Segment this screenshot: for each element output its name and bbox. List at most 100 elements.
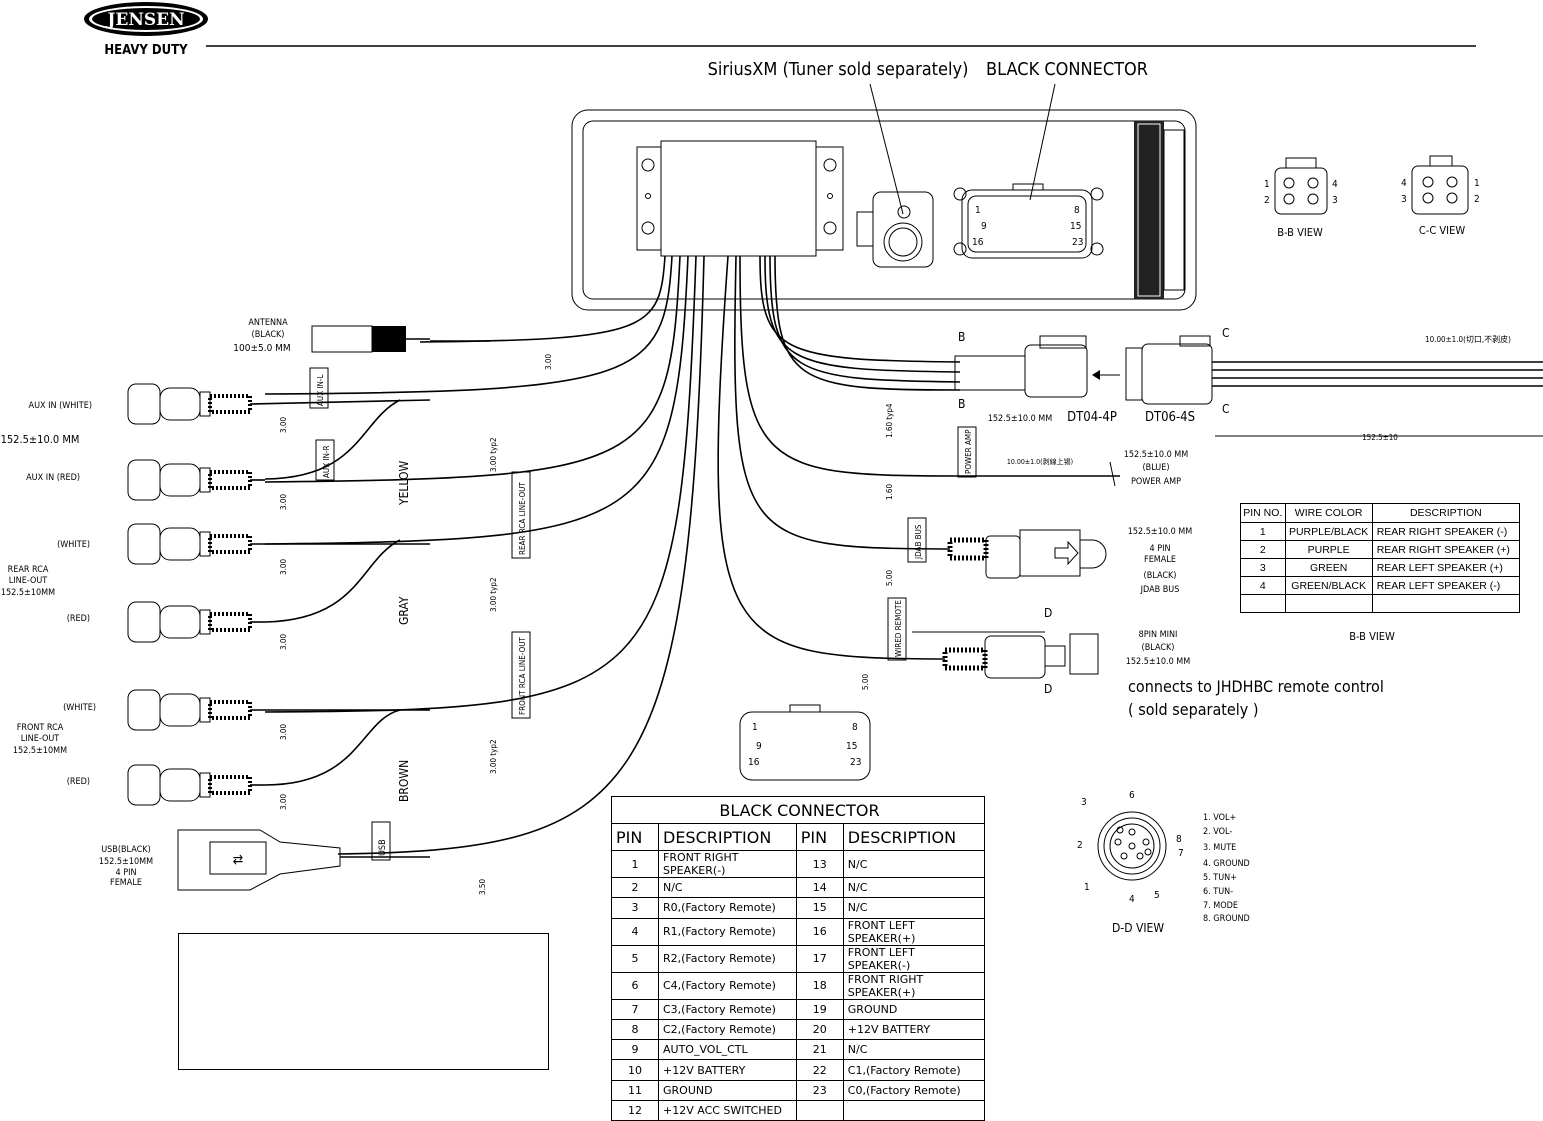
svg-text:2: 2 <box>1474 194 1480 205</box>
jdab-tag: JDAB BUS <box>907 517 927 563</box>
svg-text:9: 9 <box>756 741 762 752</box>
svg-text:B: B <box>958 330 965 344</box>
svg-text:4 PIN: 4 PIN <box>1149 544 1170 554</box>
svg-text:2: 2 <box>1264 195 1270 206</box>
svg-text:8. GROUND: 8. GROUND <box>1203 914 1250 924</box>
svg-text:100±5.0 MM: 100±5.0 MM <box>233 343 290 354</box>
svg-text:3.00 typ2: 3.00 typ2 <box>489 739 498 774</box>
svg-text:7: 7 <box>1178 848 1184 859</box>
jensen-logo: JENSEN HEAVY DUTY <box>84 2 208 58</box>
dd-view: 1 2 3 4 5 6 7 8 <box>1077 790 1184 905</box>
svg-text:8: 8 <box>1176 834 1182 845</box>
svg-text:152.5±10.0 MM: 152.5±10.0 MM <box>1128 527 1193 537</box>
svg-text:3.00 typ2: 3.00 typ2 <box>489 577 498 612</box>
table-header: WIRE COLOR <box>1284 503 1373 523</box>
svg-text:(BLACK): (BLACK) <box>1144 571 1177 581</box>
bb-view-label: B-B VIEW <box>1277 226 1323 239</box>
svg-text:AUX IN-R: AUX IN-R <box>322 445 331 478</box>
svg-text:10.00±1.0(切口,不剥皮): 10.00±1.0(切口,不剥皮) <box>1425 334 1511 344</box>
svg-text:3. MUTE: 3. MUTE <box>1203 843 1236 853</box>
svg-text:4. GROUND: 4. GROUND <box>1203 859 1250 869</box>
svg-text:B: B <box>958 397 965 411</box>
speaker-harness <box>954 335 1543 437</box>
svg-text:23: 23 <box>850 757 861 768</box>
bb-table-label: B-B VIEW <box>1349 630 1395 643</box>
rear-white-label: (WHITE) <box>57 540 90 550</box>
svg-text:POWER AMP: POWER AMP <box>964 429 973 474</box>
svg-text:6: 6 <box>1129 790 1135 801</box>
jdab-label: JDAB BUS <box>1140 585 1180 595</box>
svg-text:USB: USB <box>378 839 388 856</box>
brand-name: JENSEN <box>105 10 184 30</box>
antenna-plug <box>311 325 490 353</box>
wiring-diagram: JENSEN HEAVY DUTY 1 8 9 15 16 23 Sirius <box>1 2 1543 935</box>
svg-text:FRONT RCA: FRONT RCA <box>17 723 64 733</box>
svg-text:1: 1 <box>1084 882 1090 893</box>
svg-text:1. VOL+: 1. VOL+ <box>1203 813 1236 823</box>
svg-text:C: C <box>1222 326 1230 340</box>
svg-text:4: 4 <box>1401 178 1407 189</box>
jdab-connector <box>947 529 1107 579</box>
svg-text:1: 1 <box>1264 179 1270 190</box>
table-header-row: PIN NO. WIRE COLOR DESCRIPTION <box>1240 503 1521 523</box>
svg-text:AUX IN-L: AUX IN-L <box>316 374 325 406</box>
svg-text:1: 1 <box>752 722 758 733</box>
svg-text:4: 4 <box>1129 894 1135 905</box>
svg-text:2: 2 <box>1077 840 1083 851</box>
power-amp-label: POWER AMP <box>1131 477 1181 487</box>
rca-plugs <box>127 383 252 806</box>
svg-text:4 PIN: 4 PIN <box>115 868 136 878</box>
svg-text:REAR RCA LINE-OUT: REAR RCA LINE-OUT <box>518 482 527 555</box>
svg-text:152.5±10.0 MM: 152.5±10.0 MM <box>988 414 1053 424</box>
svg-text:(BLACK): (BLACK) <box>1142 643 1175 653</box>
svg-text:5.00: 5.00 <box>885 570 894 586</box>
table-row: 12+12V ACC SWITCHED <box>611 1100 986 1121</box>
rear-rca-tag: REAR RCA LINE-OUT <box>511 471 531 559</box>
svg-text:152.5±10.0 MM: 152.5±10.0 MM <box>1124 450 1189 460</box>
dd-legend: 1. VOL+ 2. VOL- 3. MUTE 4. GROUND 5. TUN… <box>1203 813 1250 924</box>
svg-text:3.00: 3.00 <box>279 794 288 810</box>
svg-text:1: 1 <box>1474 178 1480 189</box>
cc-view: 4 3 1 2 <box>1401 155 1480 215</box>
svg-text:JDAB BUS: JDAB BUS <box>914 524 923 560</box>
svg-text:4: 4 <box>1332 179 1338 190</box>
wired-remote-tag: WIRED REMOTE <box>887 597 907 661</box>
svg-text:(BLUE): (BLUE) <box>1143 463 1170 473</box>
power-amp-wire <box>960 461 1120 487</box>
head-unit: 1 8 9 15 16 23 <box>571 109 1197 311</box>
rca-routing <box>264 399 401 786</box>
black-connector-face: 1 8 9 15 16 23 <box>739 704 871 781</box>
svg-text:C: C <box>1222 402 1230 416</box>
siriusxm-label: SiriusXM (Tuner sold separately) <box>708 59 969 80</box>
svg-text:FEMALE: FEMALE <box>1144 555 1176 565</box>
svg-text:3.00: 3.00 <box>279 724 288 740</box>
svg-text:16: 16 <box>972 237 984 248</box>
table-header-row: PIN DESCRIPTION PIN DESCRIPTION <box>611 823 986 851</box>
table-row <box>1240 594 1521 613</box>
table-header: DESCRIPTION <box>1371 503 1521 523</box>
power-amp-tag: POWER AMP <box>957 426 977 478</box>
dt06-label: DT06-4S <box>1145 410 1195 425</box>
svg-text:3.00: 3.00 <box>279 417 288 433</box>
svg-text:3: 3 <box>1081 797 1087 808</box>
svg-text:8: 8 <box>852 722 858 733</box>
svg-text:10.00±1.0(剥線上锡): 10.00±1.0(剥線上锡) <box>1007 457 1073 466</box>
table-header: PIN NO. <box>1240 503 1286 523</box>
aux-r-tag: AUX IN-R <box>315 439 335 481</box>
usb-tag: USB <box>371 821 391 861</box>
svg-text:3: 3 <box>1401 194 1407 205</box>
svg-text:152.5±10.0 MM: 152.5±10.0 MM <box>1126 657 1191 667</box>
